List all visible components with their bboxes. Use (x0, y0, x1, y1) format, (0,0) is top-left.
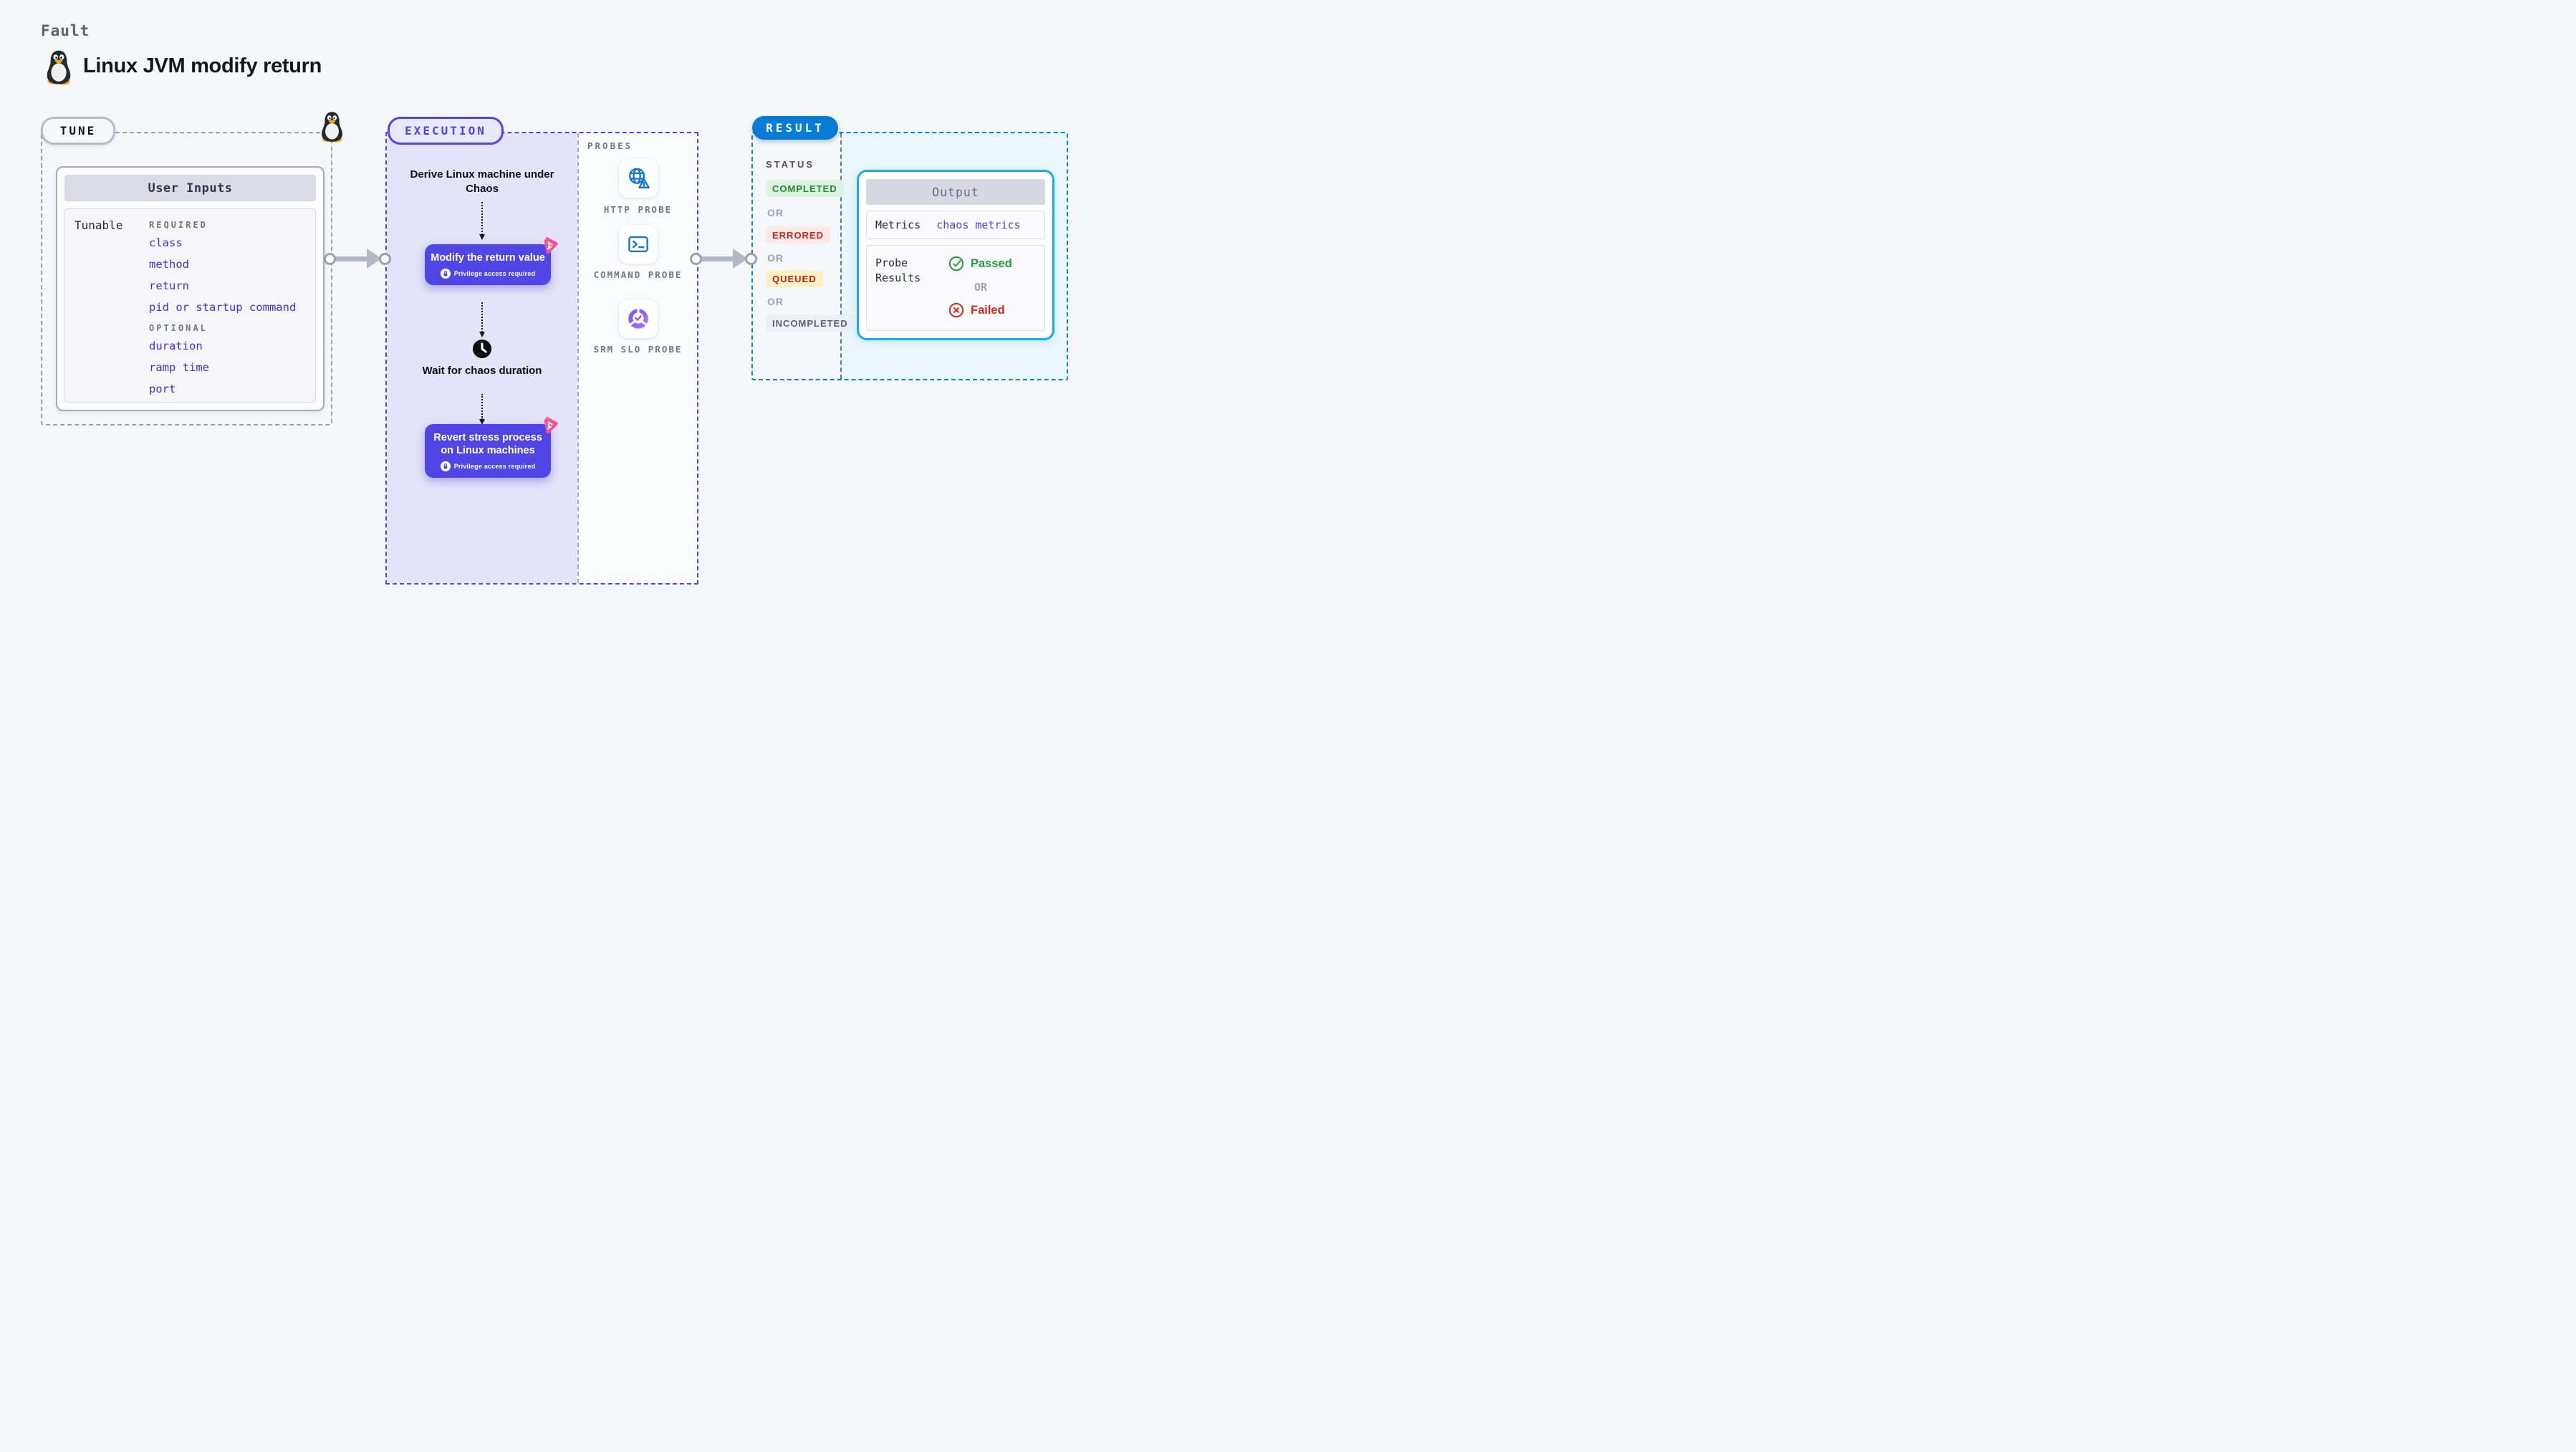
tunable-link-return[interactable]: return (149, 279, 189, 292)
action-node-revert-stress: Revert stress process on Linux machines … (425, 416, 559, 478)
dotted-connector-arrow (479, 202, 485, 240)
arrow-head-icon (367, 249, 382, 269)
connector-dot (745, 253, 757, 265)
privilege-note: Privilege access required (453, 463, 536, 470)
probes-panel: PROBES HTTP PROBE (577, 133, 697, 583)
output-title: Output (866, 179, 1045, 205)
execution-pill-label: EXECUTION (405, 124, 486, 138)
tunable-row-label: Tunable (75, 218, 123, 232)
status-badge-errored: ERRORED (766, 226, 831, 244)
http-probe-card (619, 159, 658, 198)
globe-alert-icon (628, 168, 650, 188)
chaos-metrics-link[interactable]: chaos metrics (936, 218, 1021, 231)
fault-kind-label: Fault (41, 22, 90, 39)
execution-flow-panel: Derive Linux machine under Chaos Modify … (387, 133, 577, 583)
probes-panel-label: PROBES (587, 140, 633, 151)
srm-slo-probe-card (619, 299, 658, 338)
or-label: OR (767, 252, 784, 264)
tunable-link-duration[interactable]: duration (149, 340, 203, 352)
user-inputs-table: Tunable REQUIRED class method return pid… (64, 208, 316, 403)
tunable-link-method[interactable]: method (149, 258, 189, 271)
wait-step-text: Wait for chaos duration (422, 365, 542, 377)
required-section-label: REQUIRED (149, 220, 208, 230)
lock-icon (440, 269, 451, 279)
output-card: Output Metrics chaos metrics Probe Resul… (857, 170, 1054, 340)
action-node-title: Revert stress process on Linux machines (433, 432, 542, 456)
privilege-note: Privilege access required (453, 270, 536, 277)
optional-section-label: OPTIONAL (149, 323, 208, 333)
probe-results-row: Probe Results Passed OR Failed (866, 245, 1045, 331)
failed-label: Failed (971, 303, 1005, 317)
fault-diagram-page: Fault Linux JVM modify return TUNE User … (0, 0, 1103, 622)
action-node-title: Modify the return value (431, 252, 545, 264)
tux-penguin-icon (322, 112, 342, 143)
execution-section: Derive Linux machine under Chaos Modify … (385, 132, 698, 585)
tunable-link-pid-or-startup-command[interactable]: pid or startup command (149, 301, 297, 314)
status-heading: STATUS (766, 159, 815, 170)
lock-icon (440, 461, 451, 471)
connector-dot (690, 253, 702, 265)
check-circle-icon (948, 256, 964, 271)
tune-section (41, 132, 332, 425)
tunable-link-class[interactable]: class (149, 236, 183, 249)
derive-step-text: Derive Linux machine under Chaos (410, 168, 554, 195)
command-probe-label: COMMAND PROBE (593, 269, 683, 280)
action-node-modify-return: Modify the return value Privilege access… (425, 236, 559, 285)
srm-slo-probe-label: SRM SLO PROBE (593, 344, 683, 355)
user-inputs-title: User Inputs (64, 175, 316, 201)
status-badge-completed: COMPLETED (766, 180, 844, 197)
result-pill: RESULT (752, 116, 838, 140)
terminal-icon (628, 236, 648, 253)
user-inputs-card: User Inputs Tunable REQUIRED class metho… (56, 166, 325, 411)
metrics-row: Metrics chaos metrics (866, 211, 1045, 239)
clock-icon (473, 340, 491, 358)
chaos-logo-icon (542, 236, 559, 255)
arrow-shaft (333, 256, 368, 261)
probe-results-label: Probe Results (875, 256, 921, 284)
or-label: OR (974, 281, 988, 294)
connector-dot (324, 253, 336, 265)
page-title: Linux JVM modify return (83, 54, 322, 77)
execution-pill: EXECUTION (388, 117, 504, 145)
arrow-head-icon (733, 249, 748, 269)
status-badge-incompleted: INCOMPLETED (766, 314, 855, 332)
tune-pill: TUNE (41, 117, 115, 145)
arrow-shaft (699, 256, 734, 261)
connector-dot (379, 253, 391, 265)
tux-penguin-icon (47, 50, 71, 85)
tunable-link-ramp-time[interactable]: ramp time (149, 361, 209, 374)
slo-donut-icon (628, 307, 648, 329)
x-circle-icon (948, 302, 964, 318)
dotted-connector-arrow (479, 302, 485, 337)
chaos-logo-icon (542, 416, 559, 435)
metrics-label: Metrics (875, 218, 921, 231)
or-label: OR (767, 296, 784, 307)
tunable-link-port[interactable]: port (149, 383, 176, 395)
passed-label: Passed (971, 256, 1012, 270)
command-probe-card (619, 225, 658, 264)
status-badge-queued: QUEUED (766, 270, 823, 287)
result-pill-label: RESULT (766, 121, 825, 135)
tune-pill-label: TUNE (59, 124, 97, 138)
http-probe-label: HTTP PROBE (603, 204, 673, 215)
or-label: OR (767, 207, 784, 218)
dotted-connector-arrow (479, 394, 485, 425)
